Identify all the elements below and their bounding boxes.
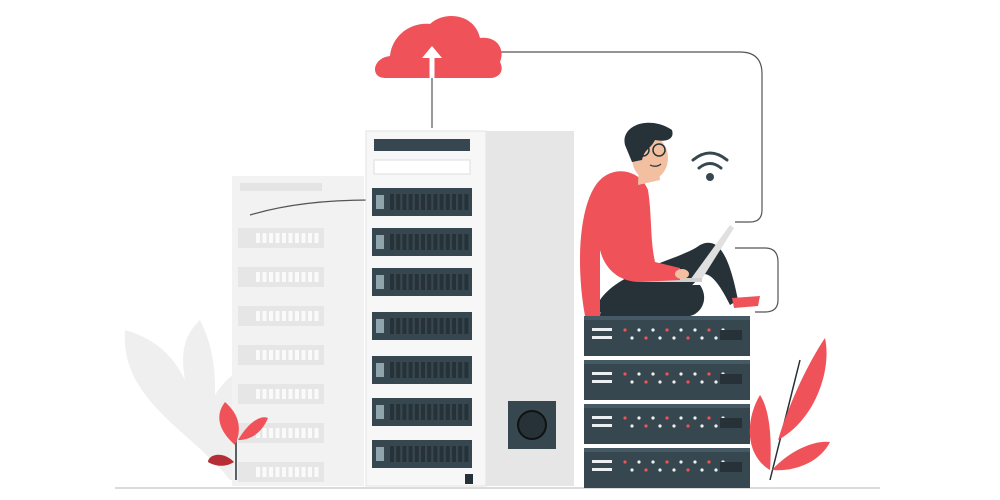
status-led	[686, 336, 690, 340]
status-led	[623, 328, 627, 332]
status-led	[686, 424, 690, 428]
status-led	[651, 328, 655, 332]
status-led	[700, 336, 704, 340]
status-led	[637, 372, 641, 376]
status-led	[651, 372, 655, 376]
status-led	[665, 372, 669, 376]
status-led	[693, 460, 697, 464]
status-led	[637, 460, 641, 464]
status-led	[686, 468, 690, 472]
status-led	[623, 416, 627, 420]
status-led	[665, 460, 669, 464]
status-led	[623, 372, 627, 376]
status-led	[714, 380, 718, 384]
power-socket-icon	[465, 401, 556, 484]
status-led	[714, 468, 718, 472]
status-led	[686, 380, 690, 384]
wifi-icon	[691, 151, 729, 181]
status-led	[630, 468, 634, 472]
person-with-laptop	[580, 122, 760, 316]
status-led	[651, 416, 655, 420]
status-led	[700, 380, 704, 384]
status-led	[630, 424, 634, 428]
status-led	[644, 336, 648, 340]
status-led	[658, 380, 662, 384]
status-led	[707, 460, 711, 464]
grey-leaf	[124, 320, 245, 480]
status-led	[679, 416, 683, 420]
status-led	[630, 380, 634, 384]
status-led	[672, 380, 676, 384]
status-led	[644, 380, 648, 384]
status-led	[672, 424, 676, 428]
status-led	[679, 460, 683, 464]
status-led	[693, 328, 697, 332]
status-led	[672, 468, 676, 472]
status-led	[637, 416, 641, 420]
status-led	[679, 372, 683, 376]
faded-server-tower	[232, 176, 364, 486]
status-led	[644, 468, 648, 472]
stacked-servers	[584, 316, 750, 488]
status-led	[630, 336, 634, 340]
red-plant-right	[749, 338, 830, 481]
status-led	[658, 468, 662, 472]
status-led	[707, 372, 711, 376]
main-server-tower	[365, 130, 574, 487]
status-led	[679, 328, 683, 332]
status-led	[665, 416, 669, 420]
status-led	[707, 416, 711, 420]
status-led	[637, 328, 641, 332]
status-led	[714, 424, 718, 428]
status-led	[693, 372, 697, 376]
status-led	[623, 460, 627, 464]
status-led	[658, 424, 662, 428]
status-led	[707, 328, 711, 332]
status-led	[651, 460, 655, 464]
red-plant-left	[208, 402, 268, 480]
status-led	[700, 468, 704, 472]
status-led	[665, 328, 669, 332]
status-led	[672, 336, 676, 340]
cloud-upload-icon	[374, 15, 502, 79]
status-led	[693, 416, 697, 420]
status-led	[714, 336, 718, 340]
status-led	[644, 424, 648, 428]
status-led	[658, 336, 662, 340]
status-led	[700, 424, 704, 428]
